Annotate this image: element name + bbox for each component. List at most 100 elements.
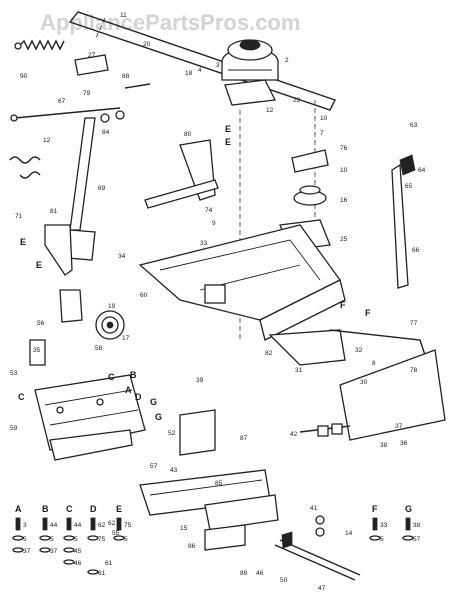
callout-18: 18 <box>185 70 193 77</box>
callout-63: 63 <box>410 122 418 129</box>
callout-60: 60 <box>140 292 148 299</box>
legend-item: 5 <box>50 536 54 543</box>
callout-16: 16 <box>340 197 348 204</box>
callout-74: 74 <box>205 207 213 214</box>
callout-87: 87 <box>240 435 248 442</box>
legend-item: 5 <box>380 536 384 543</box>
legend-item: 46 <box>74 560 82 567</box>
callout-89: 89 <box>240 570 248 577</box>
legend-item: 3 <box>23 522 27 529</box>
bracket-part-76 <box>291 149 329 173</box>
bracket-part-74 <box>44 224 73 276</box>
lower-deck-bracket <box>34 374 146 461</box>
legend-item: 44 <box>50 522 58 529</box>
callout-4: 4 <box>198 67 202 74</box>
callout-3: 3 <box>216 62 220 69</box>
pulley-mount-plate <box>224 79 276 106</box>
callout-86: 86 <box>188 543 196 550</box>
connection-letter-C: C <box>108 372 115 382</box>
legend-item: 61 <box>98 570 106 577</box>
callout-12-b: 12 <box>43 137 51 144</box>
legend-letter: D <box>90 504 97 514</box>
legend-letter: C <box>66 504 73 514</box>
legend-group-G: G 38 57 <box>402 504 421 543</box>
bracket-arm-assembly <box>144 139 219 209</box>
callout-39: 39 <box>196 377 204 384</box>
callout-80: 80 <box>184 131 192 138</box>
callout-88: 88 <box>122 73 130 80</box>
callout-57: 57 <box>150 463 158 470</box>
connection-letter-E: E <box>225 137 231 147</box>
callout-85: 85 <box>215 480 223 487</box>
callout-50: 50 <box>280 577 288 584</box>
hardware-legend: A 3 5 37 B 44 5 37 C 44 5 45 46 <box>12 504 421 577</box>
callout-43: 43 <box>170 467 178 474</box>
callout-78: 78 <box>410 367 418 374</box>
callout-35: 35 <box>33 347 41 354</box>
legend-letter: G <box>405 504 412 514</box>
callout-77: 77 <box>410 320 418 327</box>
callout-58: 58 <box>95 345 103 352</box>
legend-item: 5 <box>23 536 27 543</box>
callout-10: 10 <box>320 115 328 122</box>
callout-33: 33 <box>200 240 208 247</box>
rod-part-67 <box>10 107 121 122</box>
connection-letter-A: A <box>125 385 132 395</box>
legend-letter: F <box>372 504 378 514</box>
legend-item: 75 <box>124 522 132 529</box>
bracket-part-60 <box>59 289 83 323</box>
callout-47: 47 <box>318 585 326 592</box>
callout-36: 36 <box>400 440 408 447</box>
pulley-part-16 <box>293 185 327 206</box>
callout-32: 32 <box>355 347 363 354</box>
callout-65: 65 <box>405 183 413 190</box>
bracket-part-27 <box>74 54 109 76</box>
callout-37: 37 <box>395 423 403 430</box>
callout-90: 90 <box>20 73 28 80</box>
callout-71: 71 <box>15 213 23 220</box>
connection-letter-E: E <box>225 124 231 134</box>
callout-10-b: 10 <box>340 167 348 174</box>
callout-30: 30 <box>360 379 368 386</box>
bolt-part-88 <box>124 83 151 89</box>
callout-69: 69 <box>98 185 106 192</box>
callout-42: 42 <box>290 431 298 438</box>
callout-46: 46 <box>256 570 264 577</box>
plate-part-52 <box>179 409 216 456</box>
callout-11: 11 <box>120 12 127 19</box>
callout-31: 31 <box>295 367 303 374</box>
support-bracket-31 <box>268 329 346 366</box>
connection-letter-E: E <box>36 260 42 270</box>
callout-8: 8 <box>372 360 376 367</box>
callout-79: 79 <box>83 90 91 97</box>
legend-group-A: A 3 5 37 <box>12 504 31 555</box>
main-chassis-frame <box>138 224 346 341</box>
connection-letter-G: G <box>150 397 157 407</box>
wavy-cable-part <box>9 156 41 179</box>
callout-62: 62 <box>108 520 116 527</box>
legend-group-B: B 44 5 37 <box>39 504 58 555</box>
connection-letter-C: C <box>18 392 25 402</box>
connection-letters: E E E E F F C B A D G G C <box>18 124 371 422</box>
legend-item: 37 <box>23 548 31 555</box>
callout-64: 64 <box>418 167 426 174</box>
connection-letter-F: F <box>340 300 346 310</box>
callout-66: 66 <box>412 247 420 254</box>
shaft-part-42 <box>299 423 351 437</box>
lever-arm-69 <box>67 117 96 261</box>
legend-item: 5 <box>74 536 78 543</box>
legend-group-E: E 75 5 <box>113 504 132 543</box>
callout-7: 7 <box>320 130 324 137</box>
callout-25: 25 <box>340 236 348 243</box>
side-panel-30 <box>339 349 446 441</box>
legend-item: 33 <box>380 522 388 529</box>
lower-subframe-43 <box>139 469 279 531</box>
callout-9: 9 <box>212 220 216 227</box>
callout-19: 19 <box>108 303 116 310</box>
callout-labels: 11 20 27 18 4 3 2 12 22 90 79 88 67 84 1… <box>10 12 426 592</box>
connection-letter-E: E <box>20 237 26 247</box>
callout-53: 53 <box>10 370 18 377</box>
upper-frame-bar <box>68 11 336 111</box>
callout-67: 67 <box>58 98 66 105</box>
